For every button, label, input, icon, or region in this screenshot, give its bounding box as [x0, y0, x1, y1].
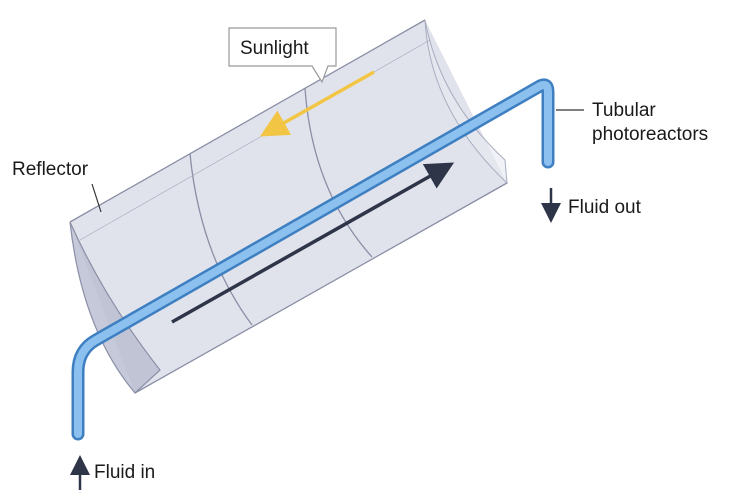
fluid-out-label: Fluid out — [568, 197, 642, 218]
tube-highlight — [74, 80, 552, 438]
sunlight-label: Sunlight — [240, 38, 309, 59]
reflector-rib-1 — [189, 153, 253, 326]
reflector-bottom-rim — [134, 182, 508, 394]
sunlight-arrow — [259, 70, 375, 137]
fluid-in-indicator: Fluid in — [70, 455, 155, 490]
tubular-label-line1: Tubular — [592, 100, 656, 121]
reflector-label: Reflector — [12, 159, 89, 180]
sunlight-callout-box — [228, 27, 337, 84]
tubular-callout: Tubular photoreactors — [556, 100, 708, 145]
flow-direction-arrow — [171, 162, 455, 324]
reflector-top-rim — [69, 19, 426, 223]
fluid-out-indicator: Fluid out — [541, 188, 642, 223]
reflector-left-end — [69, 221, 161, 394]
tubular-photoreactor — [71, 78, 555, 441]
tubular-label-line2: photoreactors — [592, 124, 708, 145]
sunlight-callout: Sunlight — [228, 27, 337, 84]
fluid-in-label: Fluid in — [94, 462, 155, 483]
reflector-trough — [69, 19, 508, 394]
reflector-rib-2 — [304, 87, 373, 258]
reflector-leader-line — [91, 183, 102, 213]
reflector-callout: Reflector — [12, 159, 102, 213]
